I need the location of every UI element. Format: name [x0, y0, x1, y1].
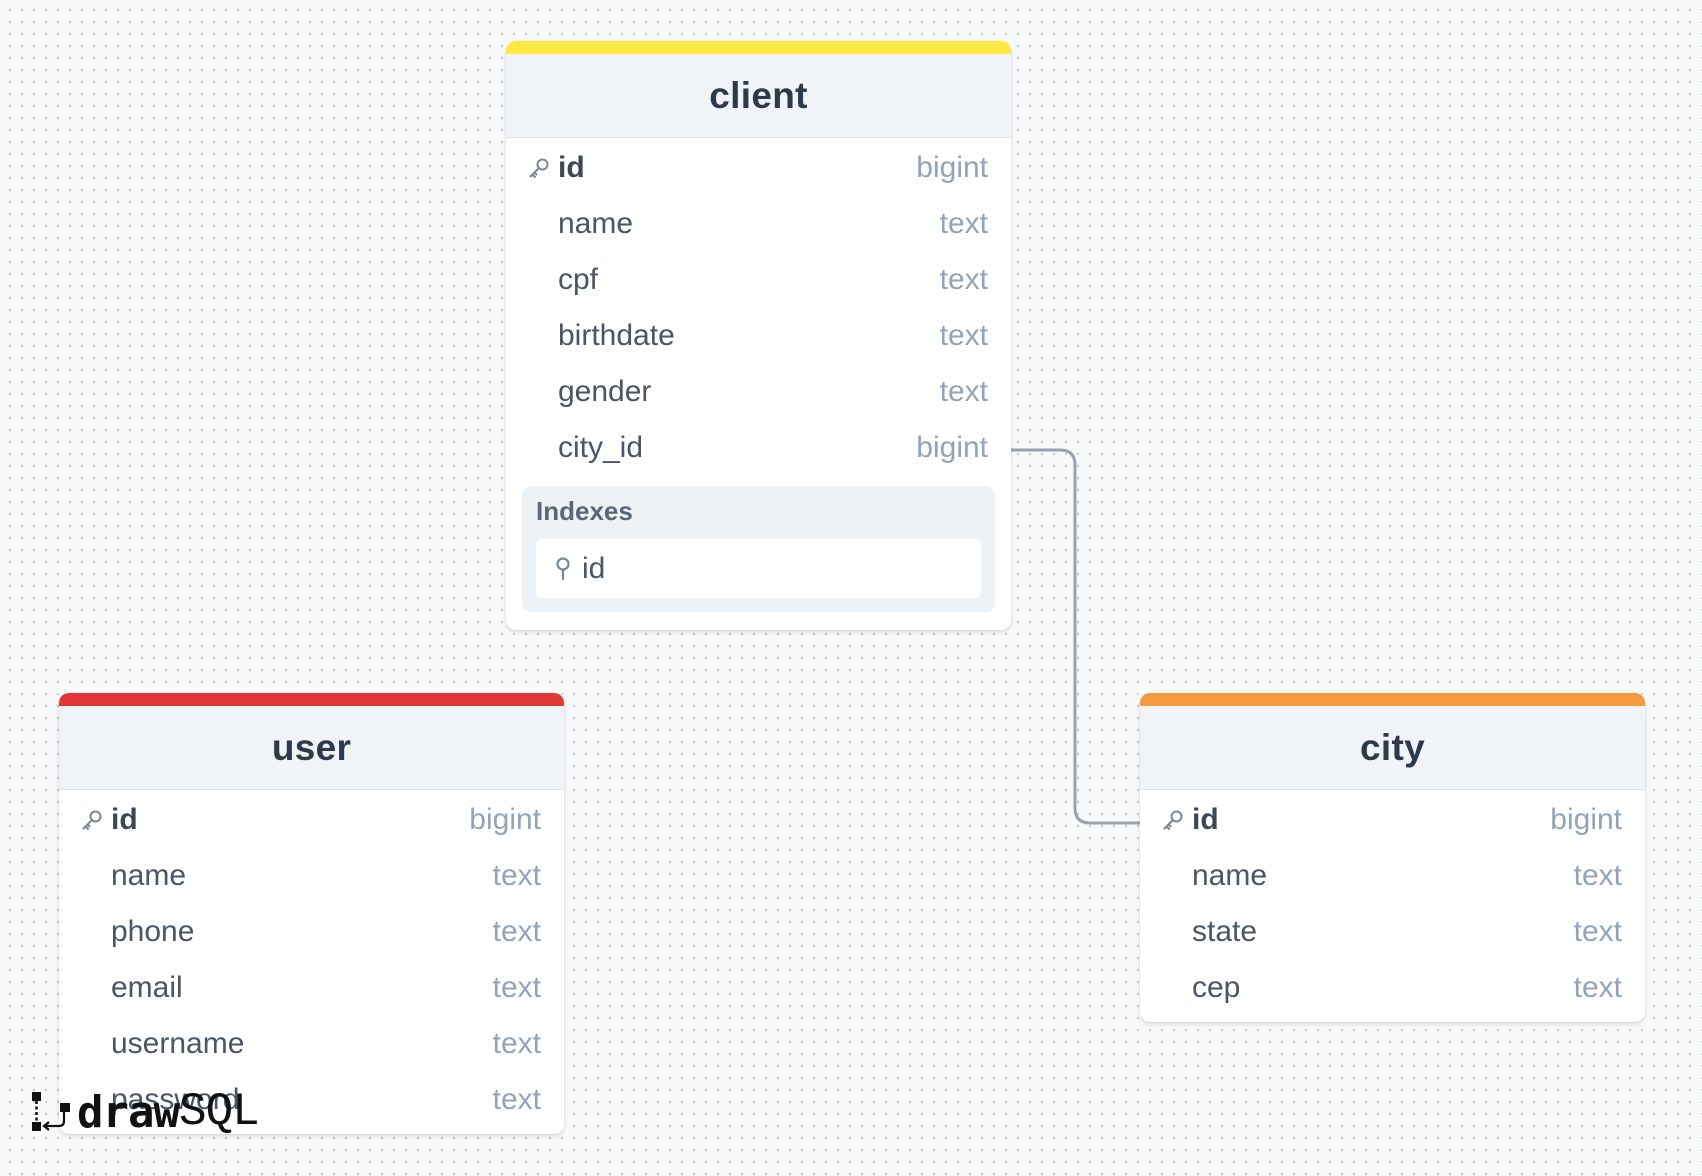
drawsql-logo-icon — [32, 1092, 70, 1131]
key-icon — [80, 808, 104, 832]
column-row-password[interactable]: password text — [59, 1072, 564, 1128]
column-name: id — [558, 151, 585, 184]
drawsql-logo[interactable]: draw SQL — [31, 1086, 260, 1138]
column-row-cpf[interactable]: cpf text — [506, 252, 1011, 308]
column-name: phone — [111, 915, 195, 948]
column-row-name[interactable]: name text — [506, 196, 1011, 252]
table-header[interactable]: city — [1140, 706, 1645, 790]
key-icon — [527, 156, 551, 180]
column-row-id[interactable]: id bigint — [59, 792, 564, 848]
column-name: name — [1192, 859, 1268, 892]
column-type: text — [492, 971, 541, 1004]
table-color-bar — [506, 41, 1011, 54]
table-client[interactable]: client id bigint name text cpf text birthdate t… — [506, 41, 1011, 630]
table-header[interactable]: user — [59, 706, 564, 790]
column-row-username[interactable]: username text — [59, 1016, 564, 1072]
column-type: text — [492, 1083, 541, 1116]
column-name: cep — [1192, 971, 1241, 1004]
relation-line-client-city[interactable] — [1011, 448, 1140, 825]
column-type: text — [1573, 915, 1622, 948]
table-city[interactable]: city id bigint name text state text cep text — [1140, 693, 1645, 1022]
column-row-id[interactable]: id bigint — [506, 140, 1011, 196]
column-row-gender[interactable]: gender text — [506, 364, 1011, 420]
column-row-cep[interactable]: cep text — [1140, 960, 1645, 1016]
column-type: text — [492, 859, 541, 892]
table-name: city — [1360, 726, 1425, 768]
column-name: birthdate — [558, 319, 675, 352]
column-type: bigint — [469, 803, 541, 836]
column-name: state — [1192, 915, 1258, 948]
column-type: bigint — [1550, 803, 1622, 836]
key-icon — [1161, 808, 1185, 832]
brand-text-light: SQL — [178, 1086, 260, 1138]
column-row-id[interactable]: id bigint — [1140, 792, 1645, 848]
column-row-name[interactable]: name text — [1140, 848, 1645, 904]
column-name: id — [1192, 803, 1219, 836]
table-name: client — [709, 74, 808, 116]
column-list: id bigint name text state text cep text — [1140, 790, 1645, 1022]
index-item[interactable]: id — [536, 539, 981, 598]
column-row-name[interactable]: name text — [59, 848, 564, 904]
column-name: id — [111, 803, 138, 836]
table-name: user — [271, 726, 352, 768]
column-row-birthdate[interactable]: birthdate text — [506, 308, 1011, 364]
column-type: bigint — [916, 431, 988, 464]
column-name: name — [558, 207, 634, 240]
index-pin-icon — [556, 556, 570, 580]
indexes-panel: Indexes id — [522, 486, 995, 612]
index-label: id — [582, 551, 606, 585]
table-color-bar — [1140, 693, 1645, 706]
column-row-email[interactable]: email text — [59, 960, 564, 1016]
column-type: text — [492, 1027, 541, 1060]
column-type: text — [1573, 859, 1622, 892]
column-name: gender — [558, 375, 652, 408]
table-header[interactable]: client — [506, 54, 1011, 138]
column-type: text — [939, 263, 988, 296]
indexes-title: Indexes — [536, 496, 633, 526]
column-type: text — [939, 319, 988, 352]
column-type: text — [1573, 971, 1622, 1004]
column-name: password — [111, 1083, 240, 1116]
column-type: text — [492, 915, 541, 948]
table-color-bar — [59, 693, 564, 706]
column-name: cpf — [558, 263, 599, 296]
column-name: email — [111, 971, 183, 1004]
column-type: text — [939, 207, 988, 240]
column-name: city_id — [558, 431, 644, 464]
column-type: text — [939, 375, 988, 408]
brand-text-bold: draw — [77, 1086, 180, 1138]
column-name: name — [111, 859, 187, 892]
column-row-city-id[interactable]: city_id bigint — [506, 420, 1011, 476]
column-row-phone[interactable]: phone text — [59, 904, 564, 960]
column-type: bigint — [916, 151, 988, 184]
column-row-state[interactable]: state text — [1140, 904, 1645, 960]
column-name: username — [111, 1027, 245, 1060]
